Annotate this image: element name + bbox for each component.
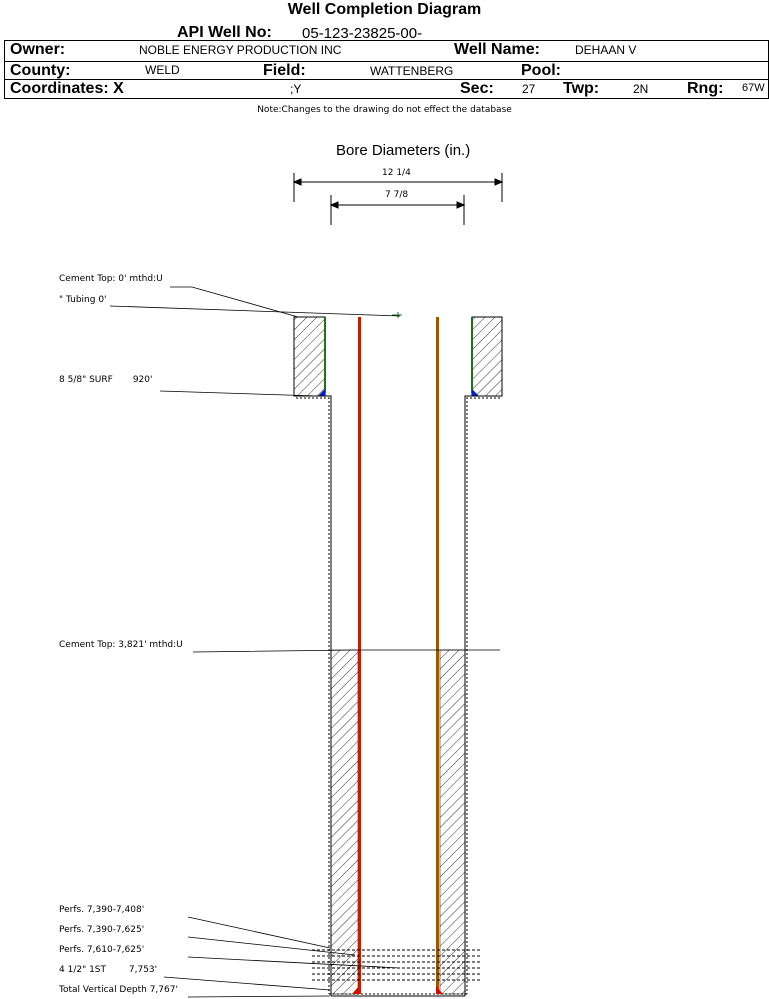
- coordinates-label: Coordinates: X: [10, 80, 124, 97]
- owner-label: Owner:: [10, 41, 66, 58]
- production-casing-label: 4 1/2" 1ST 7,753': [59, 965, 158, 975]
- tubing-string: [436, 317, 439, 994]
- well-name-value: DEHAAN V: [575, 43, 637, 57]
- production-cement: [330, 649, 466, 995]
- api-well-value: 05-123-23825-00-: [302, 25, 423, 42]
- surface-casing-label: 8 5/8" SURF 920': [59, 375, 153, 385]
- perforation-label: Perfs. 7,390-7,408': [59, 905, 145, 915]
- production-shoe: [352, 986, 359, 994]
- production-hole-wall: [294, 395, 502, 997]
- perforation-label: Perfs. 7,390-7,625': [59, 925, 145, 935]
- county-label: County:: [10, 62, 71, 79]
- header-border-left: [4, 40, 5, 99]
- tubing-label: " Tubing 0': [59, 295, 107, 305]
- well-name-label: Well Name:: [454, 41, 540, 58]
- sec-label: Sec:: [460, 80, 494, 97]
- cement-top-label: Cement Top: 3,821' mthd:U: [59, 640, 183, 650]
- bore-outer-diameter: 12 1/4: [382, 168, 411, 178]
- header-divider: [4, 79, 769, 80]
- surface-shoe: [318, 389, 325, 396]
- annotation-leaders: [109, 286, 500, 998]
- production-shoe: [436, 986, 443, 994]
- bore-inner-diameter: 7 7/8: [385, 190, 409, 200]
- surface-shoe: [472, 389, 479, 396]
- header-border-top: [4, 40, 769, 41]
- rng-label: Rng:: [687, 80, 724, 97]
- county-value: WELD: [145, 63, 180, 77]
- field-value: WATTENBERG: [370, 64, 454, 78]
- owner-value: NOBLE ENERGY PRODUCTION INC: [139, 43, 342, 57]
- pool-label: Pool:: [521, 62, 561, 79]
- header-divider: [4, 61, 769, 62]
- field-label: Field:: [263, 62, 306, 79]
- coordinates-y: ;Y: [290, 82, 302, 96]
- cement-top-label: Cement Top: 0' mthd:U: [59, 274, 163, 284]
- sec-value: 27: [522, 82, 536, 96]
- rng-value: 67W: [742, 82, 765, 94]
- page-title: Well Completion Diagram: [287, 1, 482, 18]
- api-well-label: API Well No:: [177, 24, 272, 41]
- header-border-bottom: [4, 98, 769, 99]
- tubing-string: [358, 317, 361, 994]
- total-depth-label: Total Vertical Depth 7,767': [59, 985, 178, 995]
- perforation-label: Perfs. 7,610-7,625': [59, 945, 145, 955]
- twp-value: 2N: [633, 82, 649, 96]
- bore-diameters-title: Bore Diameters (in.): [336, 142, 471, 159]
- database-note: Note:Changes to the drawing do not effec…: [257, 105, 512, 115]
- surface-cement: [293, 316, 503, 397]
- bore-dimension-lines: [292, 173, 504, 225]
- twp-label: Twp:: [563, 80, 600, 97]
